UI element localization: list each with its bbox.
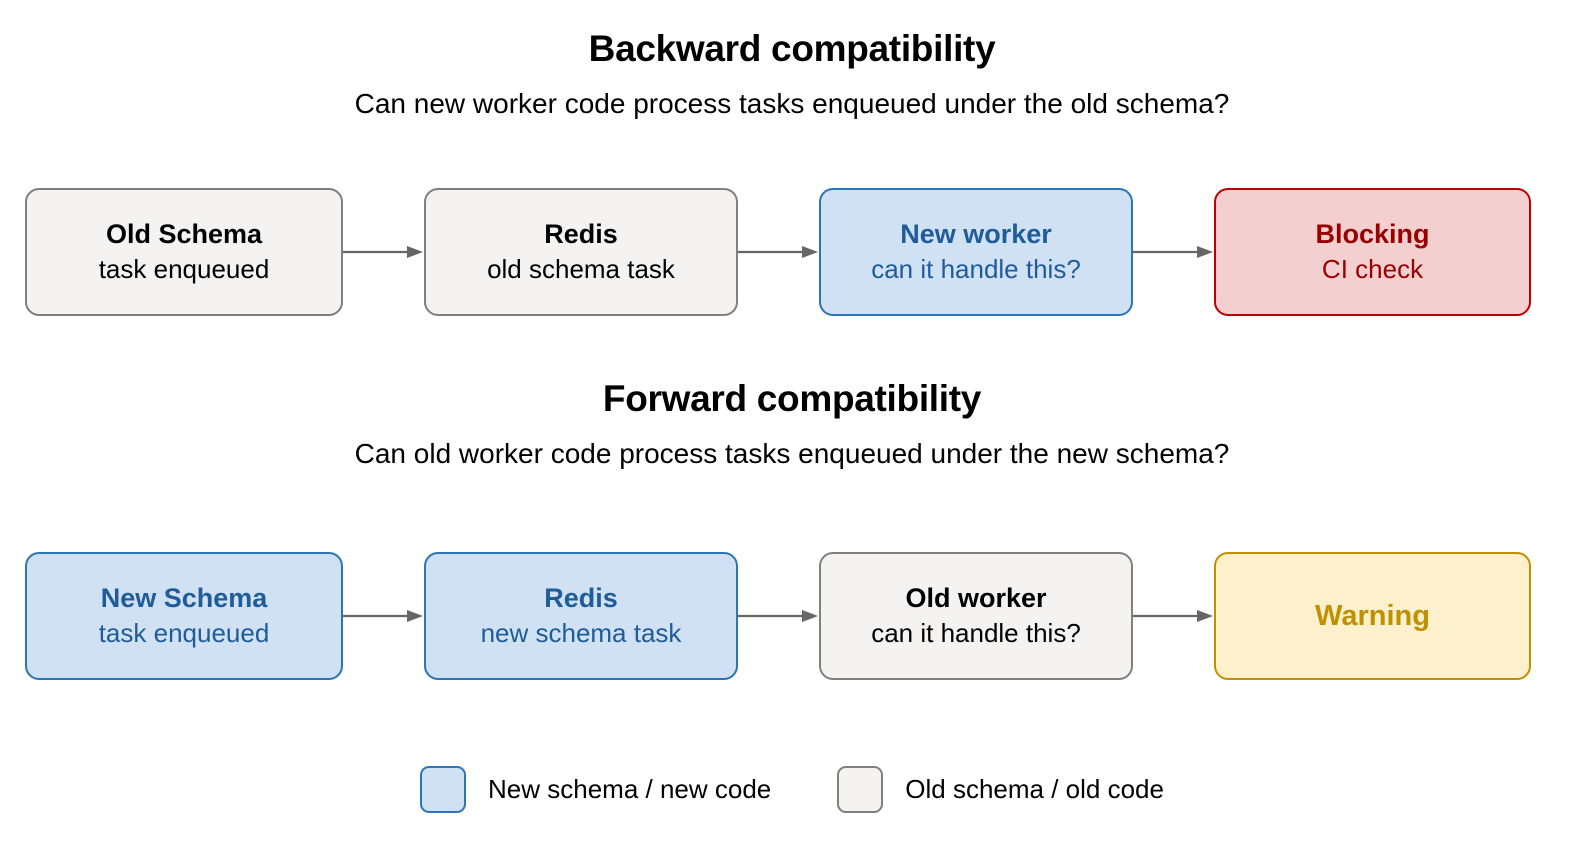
node-new-schema[interactable]: New Schema task enqueued: [25, 552, 343, 680]
arrow-right-icon: [738, 610, 818, 622]
legend-swatch-gray-icon: [837, 766, 884, 813]
node-subtitle: new schema task: [480, 618, 682, 649]
node-title: Blocking: [1315, 219, 1430, 250]
flow-row-backward: Old Schema task enqueued Redis old schem…: [0, 188, 1584, 316]
arrow-right-icon: [343, 246, 423, 258]
node-subtitle: old schema task: [487, 254, 675, 285]
node-subtitle: can it handle this?: [871, 254, 1081, 285]
node-subtitle: CI check: [1321, 254, 1424, 285]
node-blocking-ci-check[interactable]: Blocking CI check: [1214, 188, 1531, 316]
node-title: Old worker: [905, 583, 1047, 614]
arrow-right-icon: [738, 246, 818, 258]
node-title: Warning: [1315, 599, 1430, 632]
node-title: New Schema: [100, 583, 268, 614]
node-redis-old[interactable]: Redis old schema task: [424, 188, 738, 316]
section-title-forward: Forward compatibility: [602, 378, 982, 419]
node-subtitle: can it handle this?: [871, 618, 1081, 649]
legend-item-old: Old schema / old code: [837, 766, 1164, 813]
node-redis-new[interactable]: Redis new schema task: [424, 552, 738, 680]
arrow-right-icon: [343, 610, 423, 622]
node-subtitle: task enqueued: [98, 254, 270, 285]
arrow-right-icon: [1133, 246, 1213, 258]
node-title: Old Schema: [105, 219, 263, 250]
legend-item-new: New schema / new code: [420, 766, 771, 813]
section-subtitle-forward: Can old worker code process tasks enqueu…: [354, 438, 1230, 469]
section-subtitle-backward: Can new worker code process tasks enqueu…: [354, 88, 1230, 119]
legend-swatch-blue-icon: [420, 766, 467, 813]
node-new-worker[interactable]: New worker can it handle this?: [819, 188, 1133, 316]
flow-row-forward: New Schema task enqueued Redis new schem…: [0, 552, 1584, 680]
legend-label: Old schema / old code: [905, 774, 1164, 804]
node-title: Redis: [544, 219, 618, 250]
node-subtitle: task enqueued: [98, 618, 270, 649]
node-title: New worker: [900, 219, 1052, 250]
node-old-schema[interactable]: Old Schema task enqueued: [25, 188, 343, 316]
section-title-backward: Backward compatibility: [588, 28, 996, 69]
node-title: Redis: [544, 583, 618, 614]
node-old-worker[interactable]: Old worker can it handle this?: [819, 552, 1133, 680]
arrow-right-icon: [1133, 610, 1213, 622]
legend-label: New schema / new code: [488, 774, 772, 804]
legend: New schema / new code Old schema / old c…: [0, 766, 1584, 813]
node-warning[interactable]: Warning: [1214, 552, 1531, 680]
